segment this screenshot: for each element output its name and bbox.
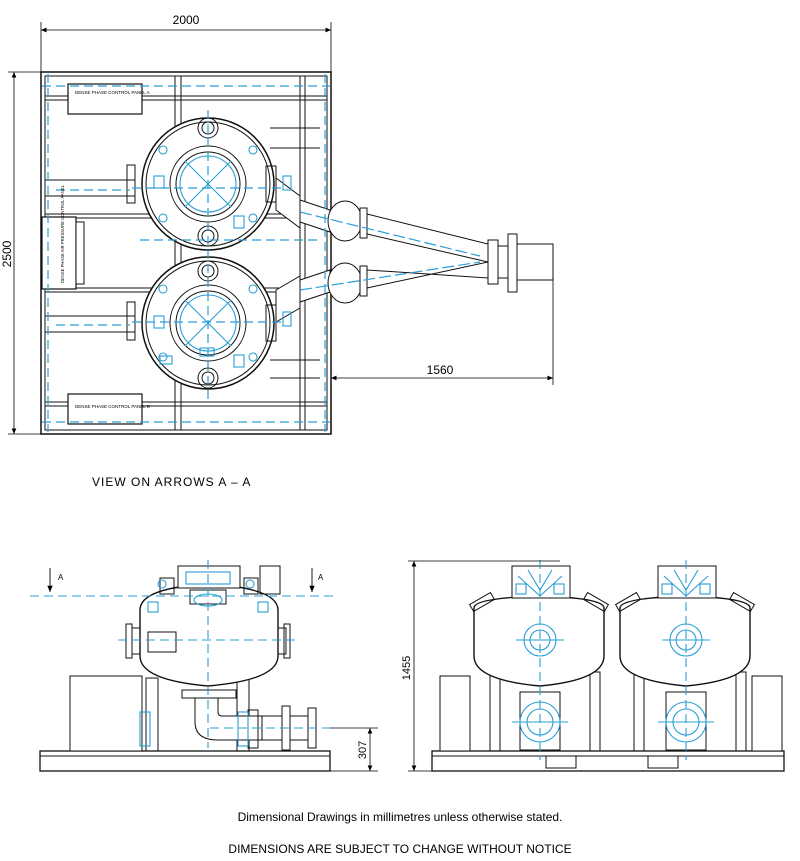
units-note: Dimensional Drawings in millimetres unle… [237, 810, 563, 824]
flange-left-upper [126, 164, 136, 204]
flange-left-lower [126, 301, 136, 341]
air-pressure-panel [41, 216, 77, 290]
end-blue-details [512, 560, 714, 760]
vessel-lower-plan [141, 256, 277, 390]
vessel-body-side [139, 583, 279, 687]
dim-width: 2000 [173, 13, 200, 27]
vessel-right-end [619, 595, 751, 687]
disclaimer-note: DIMENSIONS ARE SUBJECT TO CHANGE WITHOUT… [228, 842, 572, 856]
plan-blue-components [153, 145, 292, 368]
view-caption: VIEW ON ARROWS A – A [92, 475, 252, 489]
end-elevation [431, 565, 785, 772]
dim-outlet-offset: 1560 [427, 363, 454, 377]
section-mark-right: A [318, 573, 324, 582]
outlet-pipework [275, 177, 554, 323]
panel-label-bottom: DENSE PHASE CONTROL PANEL B [75, 404, 150, 409]
dim-height: 1455 [401, 656, 413, 680]
section-mark-left: A [58, 573, 64, 582]
skid-base [39, 750, 331, 772]
end-dimension-lines [408, 560, 560, 772]
panel-label-middle: DENSE PHASE AIR PRESSURE CONTROL PANEL [60, 184, 65, 283]
vessel-left-end [473, 595, 605, 687]
control-panel-a [67, 83, 143, 115]
section-markers [47, 568, 315, 592]
side-elevation [39, 565, 331, 772]
control-panel-b [67, 393, 143, 425]
base-frame [40, 71, 332, 435]
plan-dimension-lines [8, 22, 554, 435]
dim-outlet-height: 307 [357, 741, 369, 759]
side-dimension-lines [330, 727, 378, 772]
end-skid-base [431, 750, 785, 772]
elbow-pipe [194, 697, 263, 741]
plan-view [40, 71, 554, 435]
dim-length: 2500 [0, 240, 14, 267]
side-blue-details [30, 560, 336, 748]
top-manifold [177, 565, 241, 589]
control-cabinet [69, 675, 143, 752]
panel-label-top: DENSE PHASE CONTROL PANEL A [75, 90, 150, 95]
vessel-upper-plan [141, 117, 277, 251]
